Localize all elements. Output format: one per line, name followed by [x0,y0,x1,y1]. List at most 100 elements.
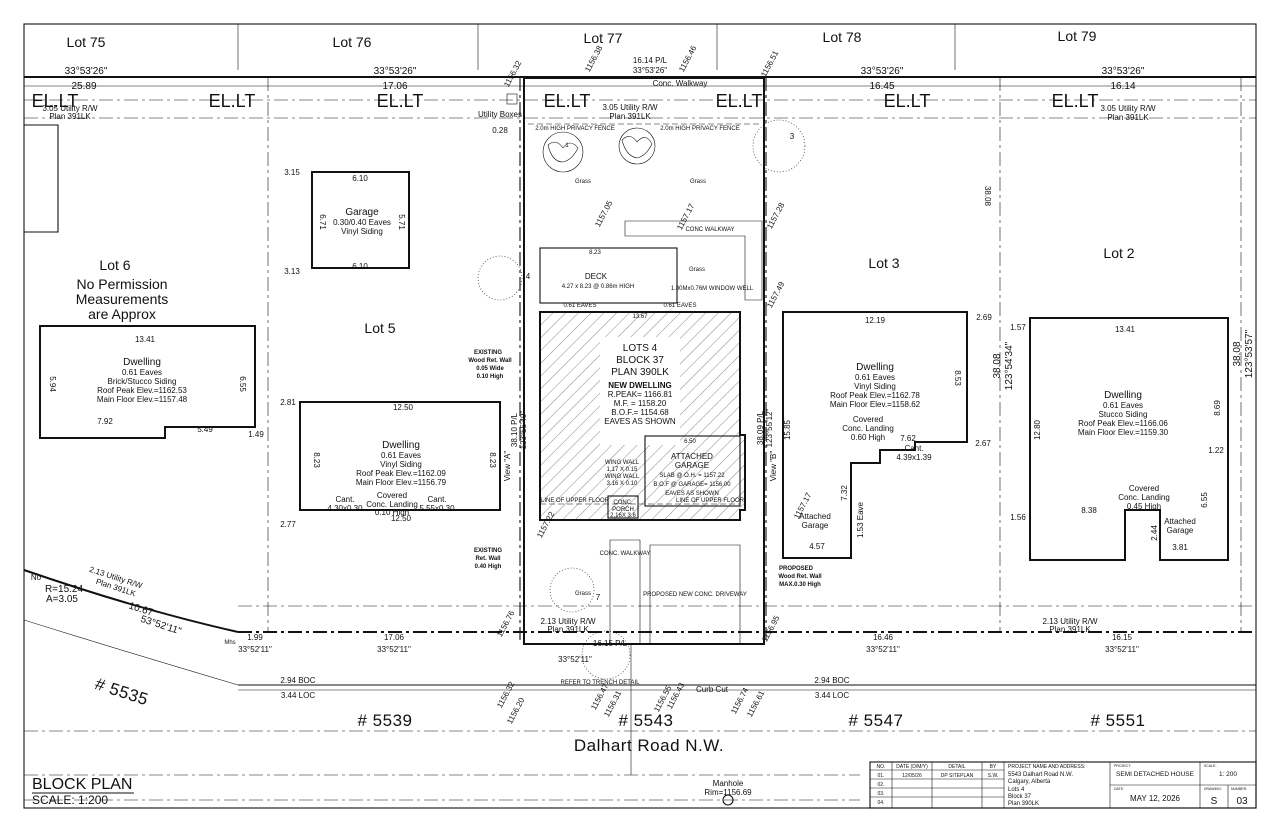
lot6-siding: Brick/Stucco Siding [108,377,177,386]
lot3-d6: 4.57 [809,542,825,551]
eaves-1: 0.61 EAVES [564,303,597,309]
rear-elev-b: 1156.46 [677,44,699,74]
tb-row1-no: 01. [878,773,885,779]
tb-row1-date: 12/05/26 [902,773,922,779]
tree-rear-3 [752,119,806,173]
lot3-d4: 2.67 [975,439,991,448]
lot2-d1: 13.41 [1115,325,1136,334]
subject-block: BLOCK 37 [616,355,664,366]
rear-dim-2: 17.06 [382,81,407,92]
lot5-eaves: 0.61 Eaves [381,451,421,460]
address-5551: # 5551 [1091,711,1146,730]
prop-wall-3: MAX.0.30 High [779,582,821,588]
curve-r: R=15.24 [45,584,84,595]
utility-boxes-dim: 0.28 [492,126,508,135]
lot5-siding: Vinyl Siding [380,460,422,469]
lot3-roof: Roof Peak Elev.=1162.78 [830,391,920,400]
refer-trench: REFER TO TRENCH DETAIL [561,680,641,686]
upper-floor-2: LINE OF UPPER FLOOR [676,498,745,504]
rear-bearing-3: 33°53'26" [861,66,904,77]
lot2-d5: 1.22 [1208,446,1224,455]
lot3-cant: Cant. [904,444,923,453]
elev-1157-49: 1157.49 [765,280,787,310]
lot5-landing: Covered [377,491,407,500]
lot-6-dwelling: 13.41 Dwelling 0.61 Eaves Brick/Stucco S… [39,325,264,439]
lot-5-label: Lot 5 [364,320,395,336]
lot2-landing3: 0.45 High [1127,502,1161,511]
tb-number-lbl: NUMBER: [1231,787,1247,791]
lot3-eaves: 0.61 Eaves [855,373,895,382]
lot3-d1: 12.19 [865,316,886,325]
front-utility-plan-2: Plan 391LK [1049,625,1091,634]
subject-lot: 2.0m HIGH PRIVACY FENCE 2.0m HIGH PRIVAC… [468,77,822,694]
no-permission-1: No Permission [76,276,167,292]
tree-front [549,567,595,613]
lot2-garage: Attached [1164,517,1196,526]
address-5535: # 5535 [93,674,151,709]
lot-75-dwelling-edge [24,124,59,233]
rear-bearing-1: 33°53'26" [65,66,108,77]
no-permission-3: are Approx [88,306,156,322]
manhole-rim: Rim=1156.69 [704,788,752,797]
deck [539,247,678,304]
driveway [649,544,741,645]
ex-wall-5: EXISTING [474,548,502,554]
front-d3: 16.46 [873,633,894,642]
lot-76-label: Lot 76 [333,34,372,50]
attached-garage [644,435,741,507]
el-lt-7: EL.LT [1052,91,1099,111]
fence-label-2: 2.0m HIGH PRIVACY FENCE [660,126,739,132]
lot3-d8: 7.32 [840,485,849,501]
elev-1157-05: 1157.05 [593,199,615,229]
lot3-landing: Covered [853,415,883,424]
curved-front-line [23,569,239,633]
tb-block: Block 37 [1008,794,1032,800]
tb-h-no: NO. [877,764,886,770]
lot5-title: Dwelling [382,440,420,451]
garage-width: 6.50 [684,439,696,445]
front-d2: 17.06 [384,633,405,642]
lot-77-label: Lot 77 [584,30,623,46]
view-a: View "A" [503,451,512,482]
lot2-siding: Stucco Siding [1099,410,1148,419]
garage-slab: SLAB @ O.H. = 1157.22 [659,473,725,479]
lot3-garage2: Garage [802,521,829,530]
lot6-d5: 6.55 [238,376,247,392]
ex-wall-1: EXISTING [474,350,502,356]
garage-title: Garage [345,207,379,218]
lot-3-dwelling: 12.19 Dwelling 0.61 Eaves Vinyl Siding R… [782,311,992,559]
conc-walkway-label: Conc. Walkway [653,79,708,88]
lot2-d9: 3.81 [1172,543,1188,552]
garage-eaves: EAVES AS SHOWN [665,491,719,497]
tb-h-by: BY [990,764,997,770]
tb-drawing-lbl: DRAWING: [1204,787,1222,791]
porch-label-1: CONC. [613,500,633,506]
tb-project-lbl: PROJECT: [1114,764,1131,768]
rear-dim-4: 16.14 [1110,81,1135,92]
lot3-cant-d: 4.39x1.39 [896,453,932,462]
lot2-side: 38.08 [992,353,1003,378]
no-permission-2: Measurements [76,291,169,307]
address-5539: # 5539 [358,711,413,730]
front-elev-2: 1156.20 [505,696,527,726]
el-lt-5: EL.LT [716,91,763,111]
dwelling-width: 13.67 [632,314,648,320]
rear-pl-dim: 16.14 P/L [633,56,668,65]
eaves-as-shown: EAVES AS SHOWN [604,417,676,426]
garage-d6: 3.13 [284,267,300,276]
new-dwelling-title: NEW DWELLING [608,381,672,390]
lot-6-label: Lot 6 [99,257,130,273]
front-pl: 16.15 P/L [593,639,628,648]
prop-wall-1: PROPOSED [779,566,814,572]
tb-row1-by: S.W. [988,773,999,779]
lot5-cant2: Cant. [427,495,446,504]
lot6-d3: 5.49 [197,425,213,434]
garage-title-1: ATTACHED [671,452,713,461]
el-lt-1: EL.LT [32,91,79,111]
lot3-eave: 1.53 Eave [856,501,865,538]
lot-dividers [237,24,956,70]
loc-2: 3.44 LOC [815,691,849,700]
garage-d5: 3.15 [284,168,300,177]
lot3-landing3: 0.60 High [851,433,885,442]
lot6-eaves: 0.61 Eaves [122,368,162,377]
